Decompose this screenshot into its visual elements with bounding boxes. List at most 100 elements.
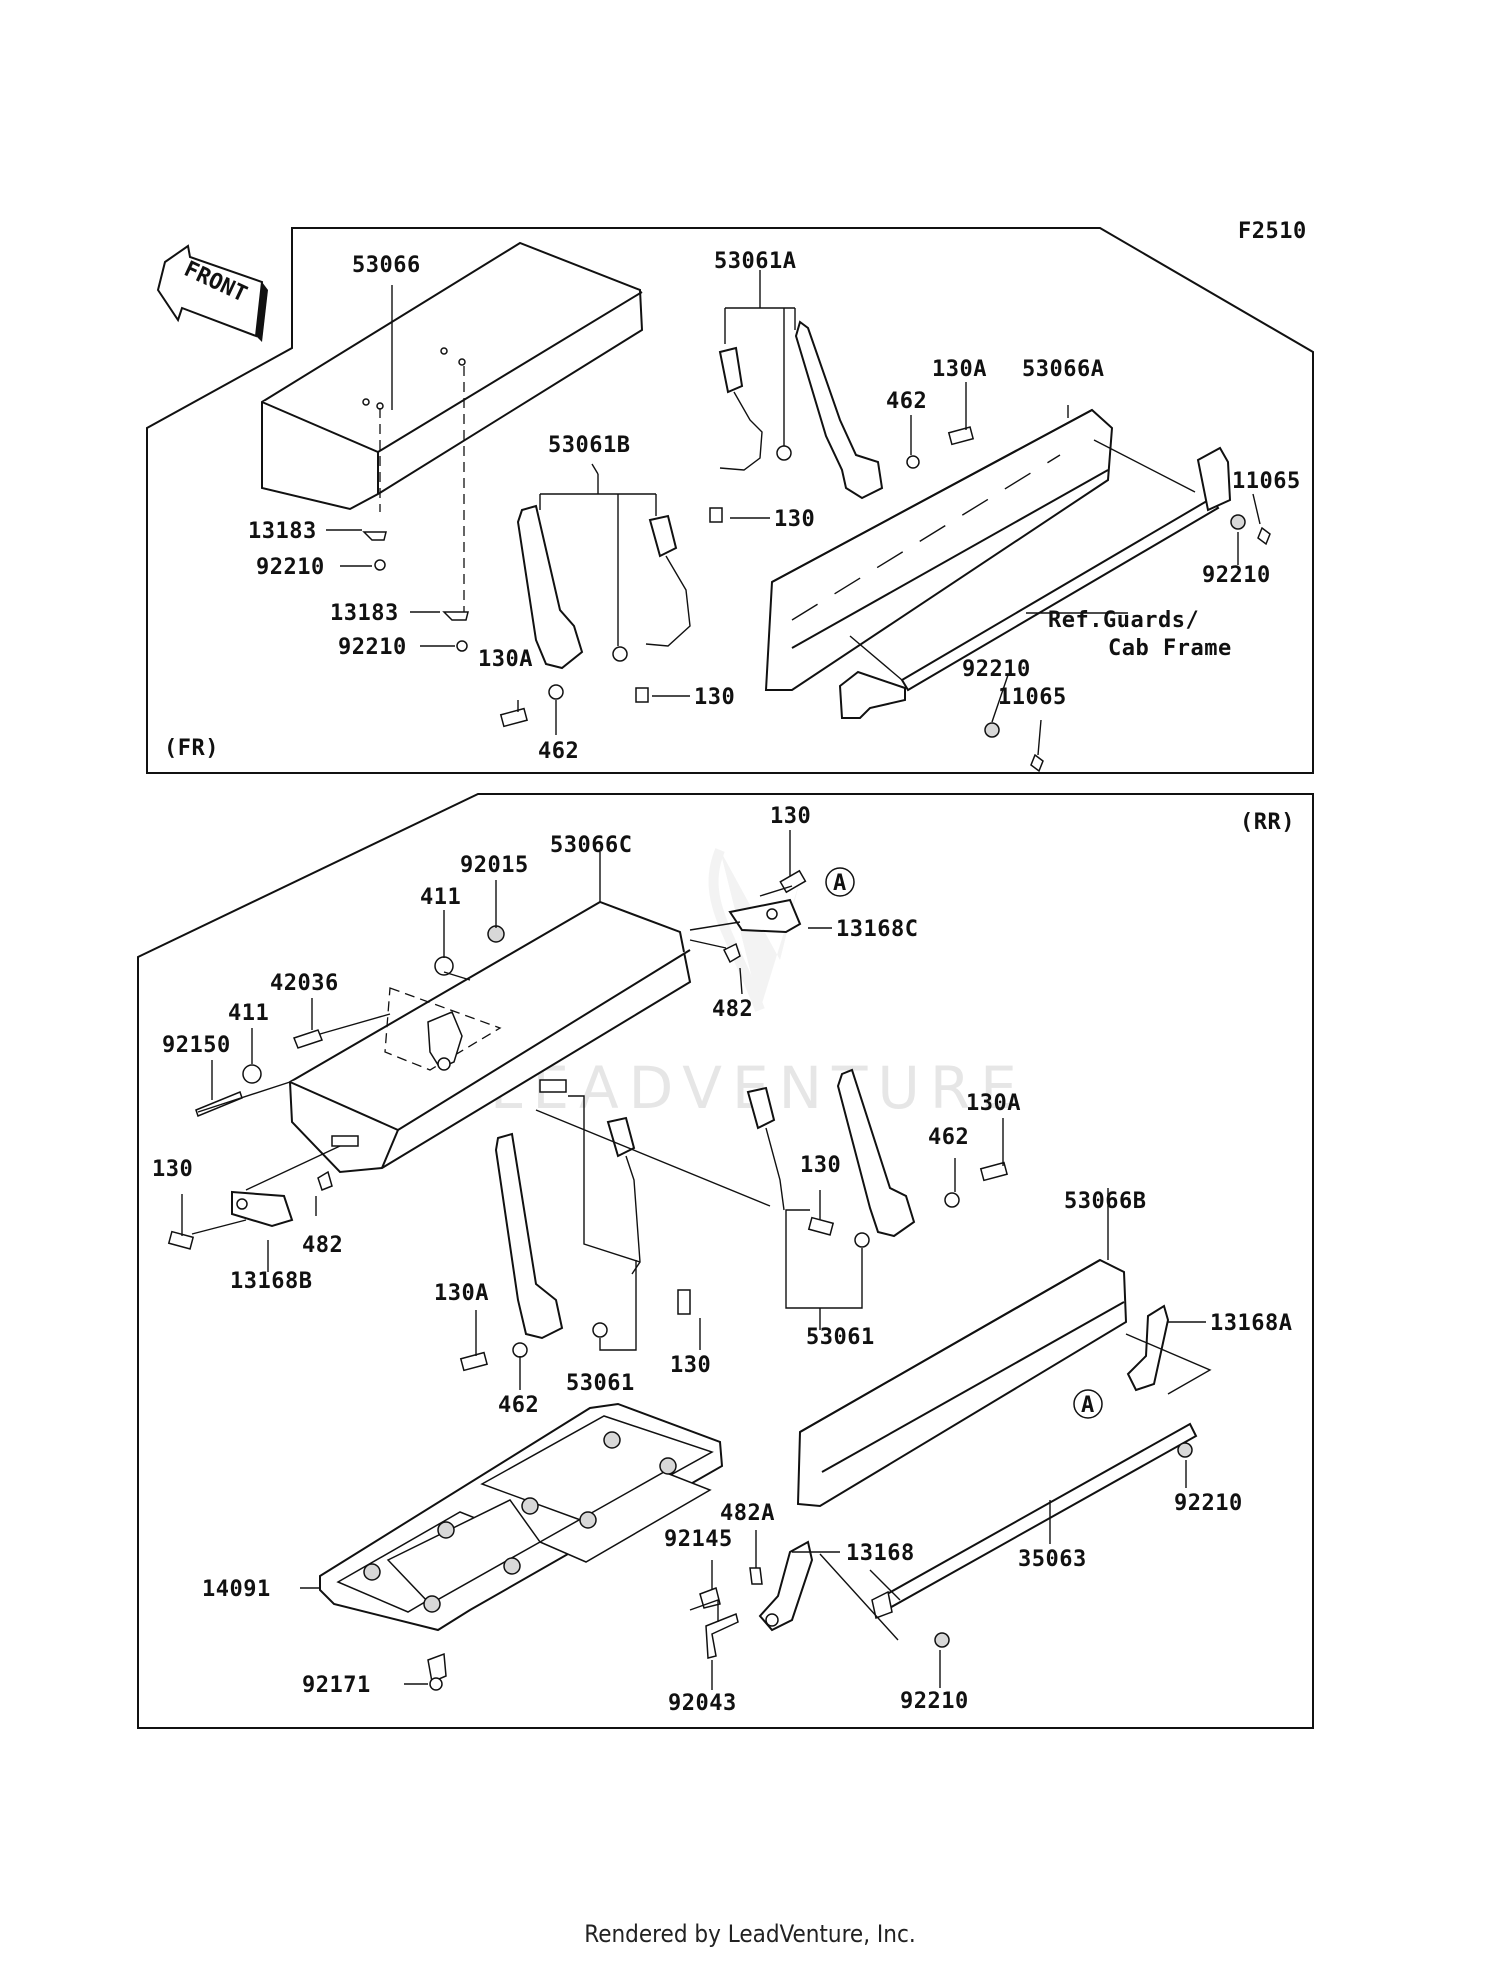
seat-belt-53061-right [746, 1068, 916, 1248]
callout-a-top: A [825, 867, 855, 897]
washer-411-left [242, 1064, 262, 1084]
seat-belt-53061A [709, 320, 884, 523]
label-53066A: 53066A [1022, 357, 1104, 382]
bolt-92150 [195, 1091, 243, 1117]
bolt-130-rear-left [167, 1230, 195, 1250]
label-92043: 92043 [668, 1691, 737, 1716]
washer-462-lower [548, 684, 564, 700]
label-rr-130-top: 130 [770, 804, 811, 829]
bolt-130A [947, 426, 975, 446]
label-130-top: 130 [774, 507, 815, 532]
label-411-top: 411 [420, 885, 461, 910]
rear-seat-bracket [427, 1011, 463, 1071]
front-section-frame [146, 227, 1314, 774]
ref-note-line1: Ref.Guards/ [1048, 608, 1199, 633]
nut-92210-rear [934, 1442, 1193, 1648]
nut-92210 [374, 559, 468, 652]
nut-92015 [487, 925, 505, 943]
label-482-top: 482 [712, 997, 753, 1022]
clamp-13183 [362, 531, 469, 621]
label-92150: 92150 [162, 1033, 231, 1058]
washer-462-rear-right [944, 1192, 960, 1208]
label-53066: 53066 [352, 253, 421, 278]
bolt-92145 [699, 1587, 721, 1609]
label-53061A: 53061A [714, 249, 796, 274]
label-13168A: 13168A [1210, 1311, 1292, 1336]
label-130A-rear-left: 130A [434, 1281, 489, 1306]
bolt-130-rear-belt-left [677, 1289, 691, 1315]
bolt-130A-rear-right [979, 1161, 1008, 1182]
label-92171: 92171 [302, 1673, 371, 1698]
label-92210-mid: 92210 [962, 657, 1031, 682]
label-462-rear-right: 462 [928, 1125, 969, 1150]
label-53061B: 53061B [548, 433, 630, 458]
label-130A-top: 130A [932, 357, 987, 382]
label-13183-b: 13183 [330, 601, 399, 626]
label-462-top: 462 [886, 389, 927, 414]
label-53066B: 53066B [1064, 1189, 1146, 1214]
label-482-left: 482 [302, 1233, 343, 1258]
label-92210-right: 92210 [1202, 563, 1271, 588]
floor-mat-14091 [319, 1402, 724, 1632]
label-92210-a: 92210 [256, 555, 325, 580]
label-92210-rear-right: 92210 [1174, 1491, 1243, 1516]
front-backrest-53066A [764, 408, 1114, 691]
rear-section-frame [137, 793, 1314, 1729]
rear-backrest-53066B [796, 1258, 1128, 1508]
label-462-rear-left: 462 [498, 1393, 539, 1418]
seat-belt-53061-left [494, 1116, 641, 1340]
svg-text:A: A [833, 871, 846, 896]
rear-seat-hidden-edge [384, 987, 502, 1071]
label-14091: 14091 [202, 1577, 271, 1602]
label-11065-top: 11065 [1232, 469, 1301, 494]
guard-rail [838, 446, 1232, 719]
clip-482-left [317, 1170, 333, 1191]
rear-section-label: (RR) [1240, 810, 1295, 835]
nut-92210-rail [984, 514, 1246, 738]
bolt-130A-rear-left [459, 1351, 488, 1372]
bolt-130-rear-top [779, 869, 807, 894]
label-92015: 92015 [460, 853, 529, 878]
cap-11065 [1030, 526, 1271, 773]
label-462-bottom: 462 [538, 739, 579, 764]
label-130A-rear-right: 130A [966, 1091, 1021, 1116]
callout-a-bottom: A [1073, 1389, 1103, 1419]
svg-text:A: A [1081, 1393, 1094, 1418]
label-13168: 13168 [846, 1541, 915, 1566]
front-direction-arrow: FRONT [156, 244, 268, 342]
bracket-13168B [231, 1190, 294, 1228]
label-42036: 42036 [270, 971, 339, 996]
front-seat-cushion [261, 241, 644, 511]
rear-seat-cushion [288, 900, 692, 1174]
clip-92171 [427, 1652, 447, 1691]
label-130-rear-mid: 130 [800, 1153, 841, 1178]
label-411-left: 411 [228, 1001, 269, 1026]
label-92145: 92145 [664, 1527, 733, 1552]
bolt-130A-lower [499, 707, 528, 728]
bracket-13168 [758, 1540, 814, 1632]
label-130-rear-bottom: 130 [670, 1353, 711, 1378]
seat-belt-53061B [516, 504, 691, 703]
label-13168C: 13168C [836, 917, 918, 942]
ref-note-line2: Cab Frame [1108, 636, 1232, 661]
footer-credit: Rendered by LeadVenture, Inc. [584, 1920, 916, 1948]
label-13168B: 13168B [230, 1269, 312, 1294]
washer-462 [906, 455, 920, 469]
label-130A-bottom: 130A [478, 647, 533, 672]
front-section-label: (FR) [164, 736, 219, 761]
label-13183-a: 13183 [248, 519, 317, 544]
bracket-13168A [1126, 1304, 1170, 1392]
clip-482A [749, 1567, 763, 1585]
bolt-92043 [705, 1612, 739, 1659]
label-53061-left: 53061 [566, 1371, 635, 1396]
bracket-13168C [728, 898, 802, 934]
label-130-bottom: 130 [694, 685, 735, 710]
label-53061-right: 53061 [806, 1325, 875, 1350]
label-53066C: 53066C [550, 833, 632, 858]
label-11065-bottom: 11065 [998, 685, 1067, 710]
clip-482 [722, 942, 741, 964]
label-35063: 35063 [1018, 1547, 1087, 1572]
label-130-rear-left: 130 [152, 1157, 193, 1182]
label-482A: 482A [720, 1501, 775, 1526]
